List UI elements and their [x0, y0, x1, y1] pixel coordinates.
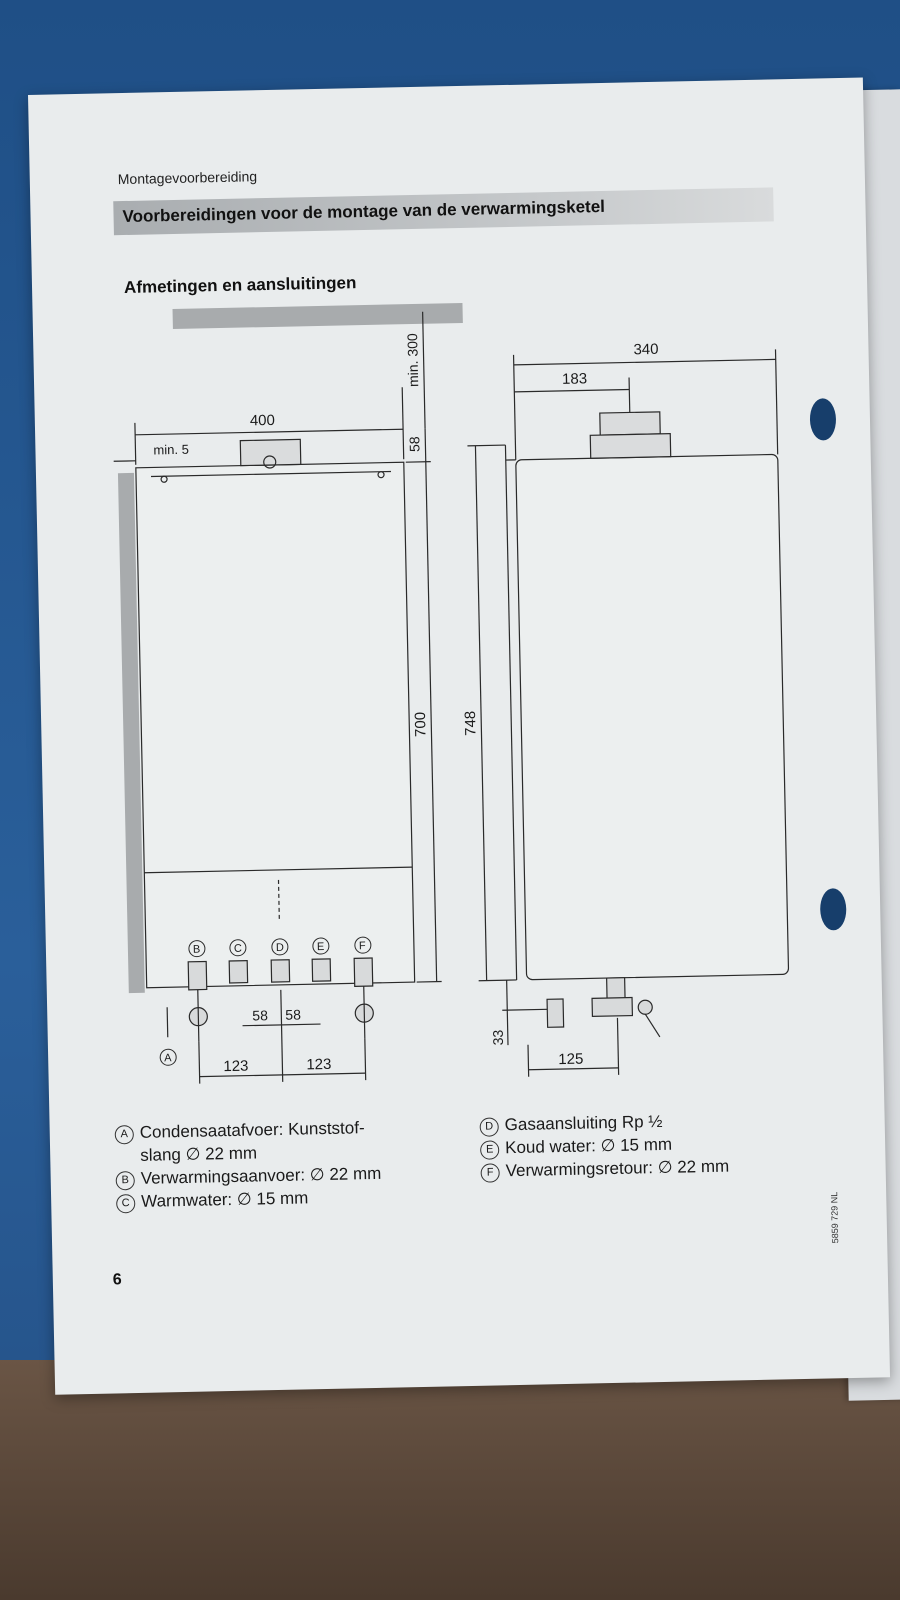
dim-183-label: 183 [562, 370, 587, 388]
legend-marker-e: E [479, 1140, 500, 1160]
side-connections [546, 977, 661, 1038]
legend-text-a-cont: slang ∅ 22 mm [140, 1143, 258, 1165]
dim-123-right-label: 123 [306, 1056, 331, 1074]
dim-125-label: 125 [558, 1051, 583, 1069]
dim-183-line [514, 388, 630, 393]
dim-123-left-label: 123 [223, 1058, 248, 1076]
legend-marker-f: F [480, 1163, 500, 1183]
manual-page: Montagevoorbereiding Voorbereidingen voo… [28, 77, 891, 1395]
front-boiler-body [135, 461, 416, 989]
document-code: 5859 729 NL [829, 1191, 841, 1244]
front-panel-divider [144, 866, 413, 874]
legend-marker-c: C [116, 1193, 136, 1214]
dim-58-label: 58 [406, 436, 422, 452]
legend-text-c: Warmwater: ∅ 15 mm [140, 1188, 309, 1211]
page-number: 6 [112, 1271, 122, 1289]
wall-strip [117, 472, 145, 994]
dim-top-line [422, 311, 426, 429]
front-connections [166, 957, 374, 1042]
dim-top-label: min. 300 [404, 333, 421, 387]
dim-748-label: 748 [462, 711, 480, 736]
dim-748-line [474, 445, 488, 981]
legend-text-e: Koud water: ∅ 15 mm [504, 1134, 673, 1158]
dim-min5-label: min. 5 [153, 442, 189, 458]
connection-markers: A B C D E F [159, 936, 372, 1066]
marker-c: C [234, 943, 242, 955]
front-flue-outlet [239, 438, 302, 467]
dim-700-line [425, 461, 438, 982]
dim-125-line [528, 1067, 619, 1071]
legend-item-a-cont: slang ∅ 22 mm [140, 1143, 257, 1165]
background-table [0, 1360, 900, 1600]
legend-text-f: Verwarmingsretour: ∅ 22 mm [505, 1156, 730, 1181]
dim-width-line [135, 428, 404, 436]
marker-b: B [193, 944, 201, 956]
technical-drawing: 400 min. 5 min. 300 58 700 58 58 123 123… [113, 302, 790, 1084]
dim-340-label: 340 [633, 341, 658, 359]
dim-33-line [506, 980, 509, 1046]
dim-58-line [424, 428, 427, 462]
legend-text-b: Verwarmingsaanvoer: ∅ 22 mm [140, 1163, 382, 1188]
side-flue-outlet [599, 411, 661, 436]
dim-340-line [513, 358, 776, 366]
marker-e: E [317, 941, 325, 953]
marker-f: F [359, 940, 366, 952]
legend-text-d: Gasaansluiting Rp ½ [504, 1111, 663, 1135]
legend-marker-d: D [479, 1117, 499, 1137]
legend-text-a: Condensaatafvoer: Kunststof- [139, 1118, 365, 1142]
dim-width-label: 400 [250, 412, 275, 430]
ceiling-strip [172, 302, 463, 330]
marker-a: A [164, 1052, 172, 1064]
dim-700-label: 700 [412, 712, 430, 737]
dim-58-right-label: 58 [285, 1006, 301, 1022]
marker-d: D [276, 942, 284, 954]
dim-33-label: 33 [490, 1029, 506, 1045]
legend-marker-a: A [114, 1125, 134, 1145]
dim-58-left-label: 58 [252, 1007, 268, 1023]
legend-marker-b: B [115, 1171, 135, 1191]
side-boiler-body [515, 453, 790, 981]
